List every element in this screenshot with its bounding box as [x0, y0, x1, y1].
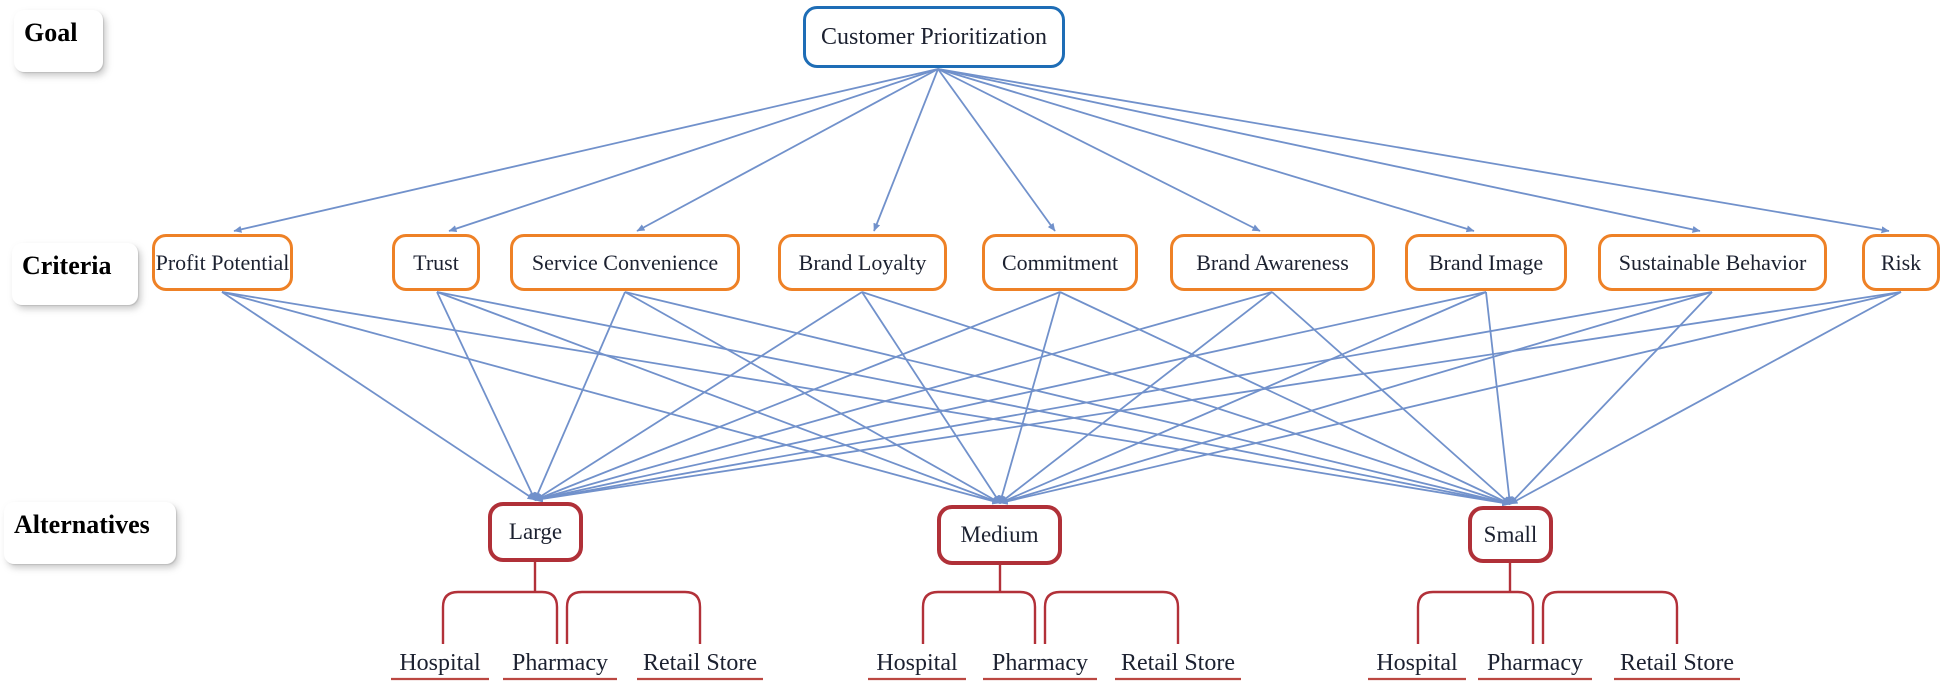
criteria-node-service-convenience: Service Convenience	[510, 234, 740, 291]
connector-line	[436, 291, 536, 501]
connector-line	[1509, 291, 1902, 505]
connector-line	[1416, 590, 1535, 644]
connector-line	[921, 590, 1037, 644]
subcategory-label-retail-store: Retail Store	[1121, 650, 1235, 676]
connector-line	[233, 68, 939, 233]
connector-line	[999, 291, 1487, 504]
connector-line	[937, 68, 1701, 233]
connector-line	[1271, 291, 1511, 505]
connector-line	[441, 590, 559, 644]
criteria-node-commitment: Commitment	[982, 234, 1138, 291]
connector-line	[534, 291, 1902, 503]
criteria-node-profit-potential: Profit Potential	[152, 234, 293, 291]
connector-line	[937, 68, 1890, 234]
alternative-node-small: Small	[1468, 506, 1553, 563]
criteria-node-trust: Trust	[392, 234, 480, 291]
alternative-node-medium: Medium	[937, 505, 1062, 565]
connector-line	[221, 291, 536, 501]
criteria-node-sustainable-behavior: Sustainable Behavior	[1598, 234, 1827, 291]
level-label-alternatives: Alternatives	[4, 502, 176, 564]
connector-line	[436, 291, 1511, 506]
connector-line	[1059, 291, 1511, 505]
connector-line	[534, 291, 1273, 502]
connector-line	[534, 291, 863, 501]
criteria-node-brand-image: Brand Image	[1405, 234, 1567, 291]
criteria-to-alternative-arrows	[221, 291, 1902, 507]
level-label-criteria: Criteria	[12, 243, 138, 305]
connector-line	[1541, 590, 1679, 644]
subcategory-label-pharmacy: Pharmacy	[1487, 650, 1583, 676]
level-label-goal-text: Goal	[24, 18, 78, 47]
subcategory-label-pharmacy: Pharmacy	[512, 650, 608, 676]
connector-line	[436, 291, 1001, 504]
subcategory-label-hospital: Hospital	[399, 650, 481, 676]
connector-line	[534, 291, 1487, 502]
connector-line	[1509, 291, 1713, 505]
connector-line	[999, 291, 1273, 504]
level-label-alternatives-text: Alternatives	[14, 510, 150, 539]
subcategory-label-retail-store: Retail Store	[1620, 650, 1734, 676]
criteria-node-brand-awareness: Brand Awareness	[1170, 234, 1375, 291]
alternative-brackets	[441, 562, 1679, 644]
connector-line	[937, 68, 1261, 232]
level-label-criteria-text: Criteria	[22, 251, 112, 280]
connector-line	[999, 291, 1902, 505]
connector-line	[534, 291, 1713, 503]
subcategory-label-hospital: Hospital	[1376, 650, 1458, 676]
connector-line	[534, 291, 626, 501]
connector-line	[861, 291, 1001, 504]
subcategory-label-pharmacy: Pharmacy	[992, 650, 1088, 676]
goal-to-criteria-arrows	[233, 68, 1890, 234]
connector-line	[624, 291, 1001, 504]
connector-line	[998, 291, 1061, 504]
connector-line	[1485, 291, 1513, 505]
connector-line	[937, 68, 1475, 233]
subcategory-label-retail-store: Retail Store	[643, 650, 757, 676]
connector-line	[221, 291, 1511, 507]
goal-node: Customer Prioritization	[803, 6, 1065, 68]
connector-line	[565, 590, 702, 644]
connector-line	[937, 68, 1056, 232]
connector-line	[1043, 590, 1180, 644]
criteria-node-risk: Risk	[1862, 234, 1940, 291]
subcategory-label-hospital: Hospital	[876, 650, 958, 676]
criteria-node-brand-loyalty: Brand Loyalty	[778, 234, 947, 291]
level-label-goal: Goal	[14, 10, 104, 72]
connector-line	[999, 291, 1713, 505]
connector-line	[221, 291, 1001, 505]
alternative-node-large: Large	[488, 502, 583, 562]
connector-line	[534, 291, 1061, 501]
connector-line	[448, 68, 939, 232]
connector-line	[873, 68, 939, 232]
connector-line	[636, 68, 939, 232]
connector-line	[624, 291, 1511, 506]
